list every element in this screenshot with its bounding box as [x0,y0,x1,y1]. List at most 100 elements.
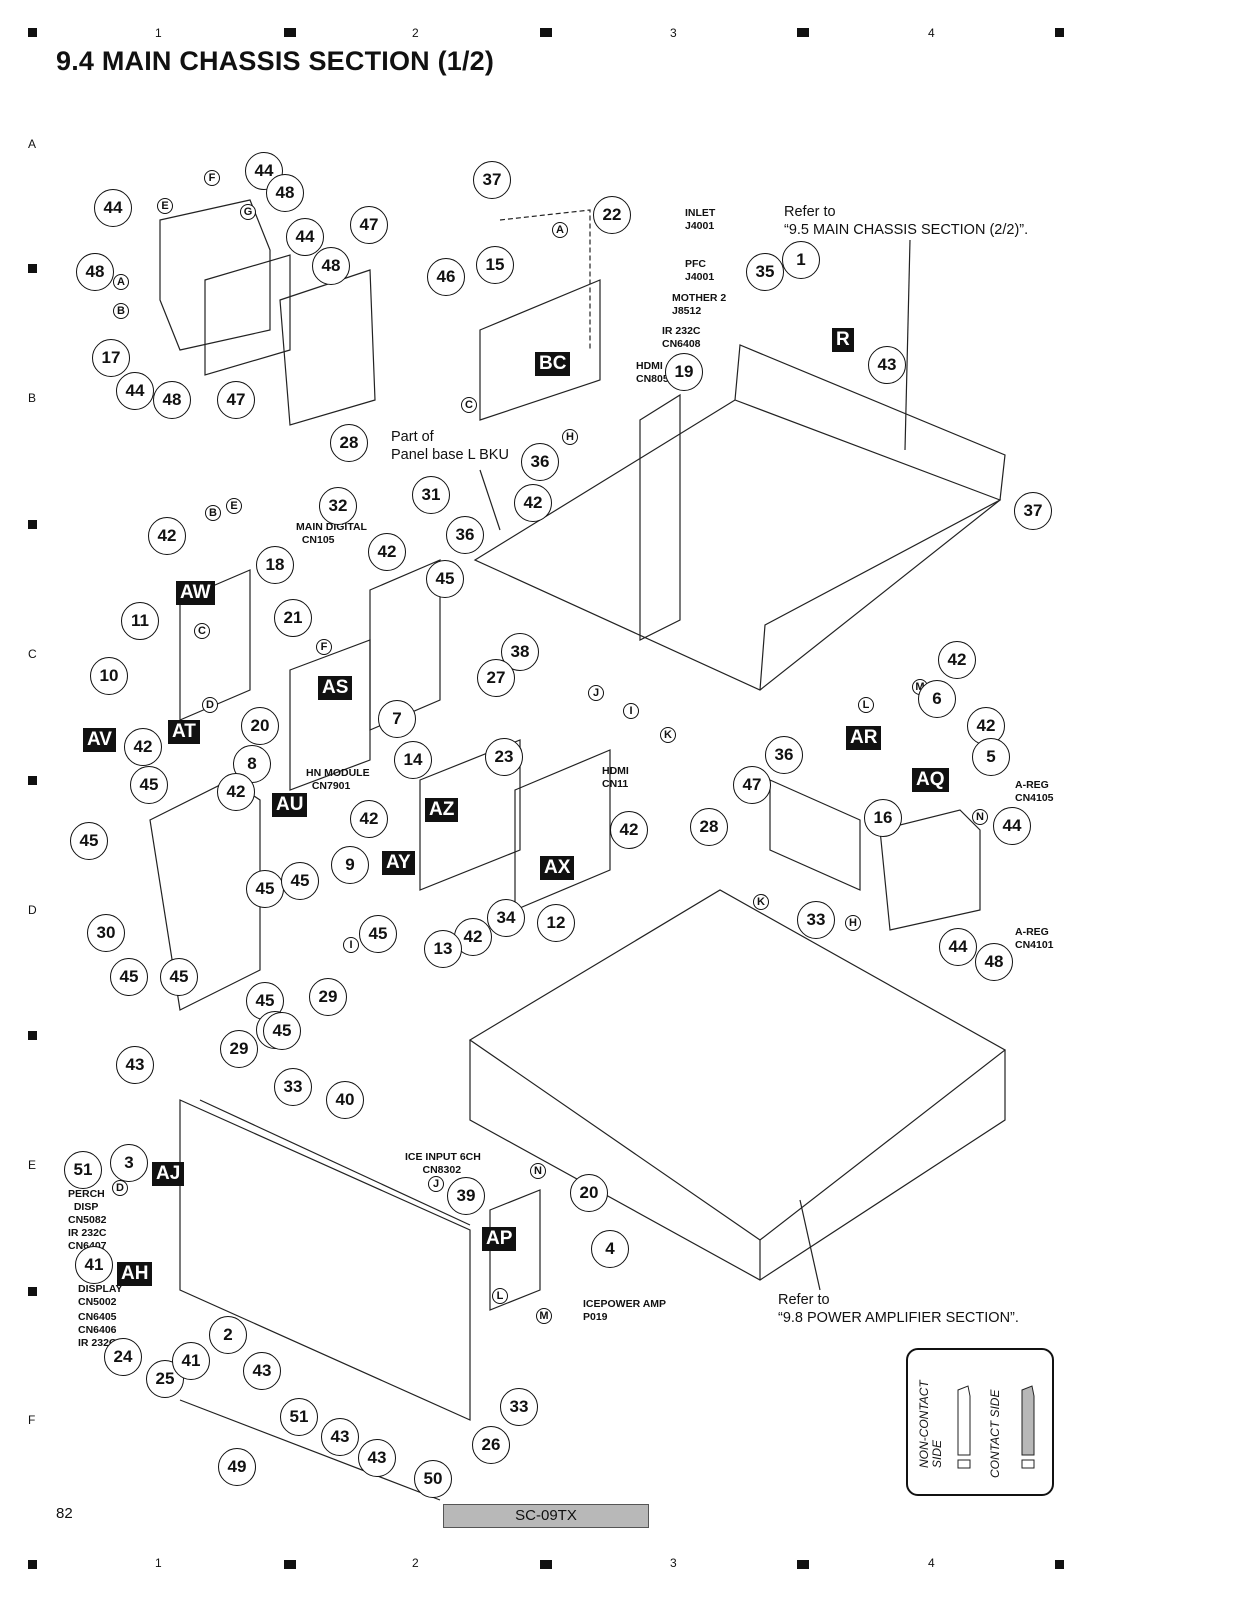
reference-letter-a: A [113,274,129,290]
reference-letter-g: G [240,204,256,220]
column-number: 4 [928,26,935,40]
reference-letter-f: F [204,170,220,186]
main-chassis-floor [473,399,1002,691]
part-callout: 17 [92,339,130,377]
part-callout: 43 [243,1352,281,1390]
part-callout: 45 [426,560,464,598]
reference-letter-m: M [536,1308,552,1324]
part-callout: 43 [116,1046,154,1084]
part-callout: 3 [110,1144,148,1182]
board-tag: AP [482,1227,517,1251]
part-callout: 29 [309,978,347,1016]
part-callout: 48 [76,253,114,291]
part-callout: 6 [918,680,956,718]
legend-shapes [957,1385,1035,1469]
pcb-bc [479,279,601,421]
part-callout: 48 [153,381,191,419]
board-tag: AW [176,581,215,605]
board-tag: AH [117,1262,153,1286]
part-callout: 22 [593,196,631,234]
part-callout: 4 [591,1230,629,1268]
part-callout: 42 [514,484,552,522]
part-callout: 27 [477,659,515,697]
column-number: 3 [670,1556,677,1570]
board-tag: AV [83,728,116,752]
grid-mark [540,1560,552,1569]
grid-mark [284,28,296,37]
board-tag: AS [318,676,353,700]
part-callout: 12 [537,904,575,942]
part-callout: 51 [64,1151,102,1189]
bar-49 [179,1399,441,1501]
part-callout: 42 [938,641,976,679]
reference-letter-d: D [112,1180,128,1196]
grid-mark [28,1031,37,1040]
board-tag: AX [540,856,575,880]
part-callout: 46 [427,258,465,296]
part-callout: 32 [319,487,357,525]
reference-letter-e: E [226,498,242,514]
grid-mark [28,776,37,785]
board-tag: AJ [152,1162,185,1186]
transformer-17 [159,199,271,351]
board-tag: AY [382,851,415,875]
part-callout: 30 [87,914,125,952]
connector-label: A-REG CN4101 [1015,926,1054,951]
legend-contact-label: CONTACT SIDE [988,1389,1002,1478]
reference-letter-l: L [492,1288,508,1304]
part-callout: 33 [797,901,835,939]
page-number: 82 [56,1505,73,1522]
grid-mark [797,1560,809,1569]
reference-letter-h: H [845,915,861,931]
column-number: 2 [412,1556,419,1570]
part-callout: 45 [263,1012,301,1050]
reference-letter-c: C [194,623,210,639]
board-tag: AZ [425,798,459,822]
connector-label: IR 232C CN6408 [662,325,701,350]
connector-label: MAIN DIGITAL CN105 [296,521,367,546]
connector-label: INLET J4001 [685,207,716,232]
reference-letter-j: J [428,1176,444,1192]
row-letter: D [28,903,37,917]
connector-label: HN MODULE CN7901 [306,767,370,792]
part-callout: 11 [121,602,159,640]
row-letter: B [28,391,37,405]
part-callout: 39 [447,1177,485,1215]
connector-label: ICE INPUT 6CH CN8302 [405,1151,481,1176]
reference-letter-i: I [343,937,359,953]
part-callout: 41 [75,1246,113,1284]
part-callout: 23 [485,738,523,776]
part-callout: 43 [868,346,906,384]
part-callout: 48 [312,247,350,285]
part-callout: 48 [975,943,1013,981]
part-callout: 51 [280,1398,318,1436]
part-callout: 43 [358,1439,396,1477]
grid-mark [28,1560,37,1569]
part-callout: 14 [394,741,432,779]
part-callout: 42 [217,773,255,811]
grid-mark [797,28,809,37]
part-callout: 37 [473,161,511,199]
board-tag: AT [168,720,200,744]
part-callout: 44 [116,372,154,410]
part-callout: 28 [690,808,728,846]
row-letter: C [28,647,37,661]
part-callout: 20 [241,707,279,745]
part-callout: 45 [130,766,168,804]
reference-letter-b: B [113,303,129,319]
part-callout: 28 [330,424,368,462]
connector-label: ICEPOWER AMP P019 [583,1298,667,1323]
part-callout: 42 [124,728,162,766]
connector-label: HDMI CN11 [602,765,629,790]
grid-mark [28,28,37,37]
part-callout: 33 [500,1388,538,1426]
board-tag: R [832,328,854,352]
legend-non-contact-label: NON-CONTACT SIDE [917,1380,944,1468]
connector-label: PFC J4001 [685,258,715,283]
grid-mark [1055,1560,1064,1569]
reference-letter-n: N [530,1163,546,1179]
refer-note-chassis-2-2: Refer to “9.5 MAIN CHASSIS SECTION (2/2)… [784,204,1029,238]
reference-letter-n: N [972,809,988,825]
part-callout: 41 [172,1342,210,1380]
